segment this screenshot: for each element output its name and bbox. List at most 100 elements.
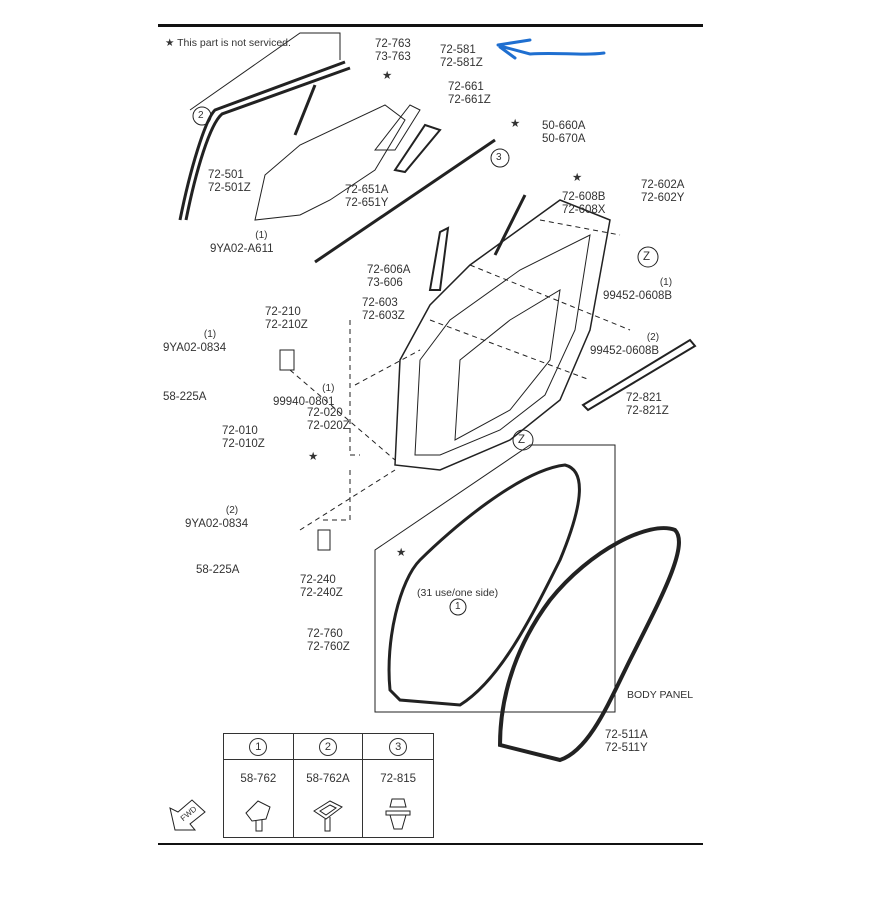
part-number: 72-763 <box>375 38 411 50</box>
part-number: 72-608B <box>562 191 606 203</box>
fwd-arrow <box>169 799 206 831</box>
part-number: 72-240Z <box>300 586 343 599</box>
callout-3-text: 3 <box>496 152 502 163</box>
part-number: 73-606 <box>367 276 403 289</box>
part-number: 72-020Z <box>307 419 350 432</box>
part-number: 72-651Y <box>345 196 389 209</box>
z-marker-top-text: Z <box>643 251 651 263</box>
z-marker-bottom <box>512 429 534 451</box>
annotation-arrow <box>496 38 606 60</box>
star-marker: ★ <box>396 547 407 559</box>
part-number: 72-760 <box>307 628 343 640</box>
part-number: 72-210 <box>265 306 301 318</box>
label-body-panel: BODY PANEL <box>627 689 694 701</box>
part-number: 99452-0608B <box>603 289 673 302</box>
part-number: 72-010Z <box>222 437 265 450</box>
label-hinge-bolt-lower: (2)9YA02-0834 <box>185 505 248 530</box>
not-serviced-note: ★ This part is not serviced. <box>165 37 291 49</box>
quarter-glass <box>373 104 421 151</box>
callout-3 <box>490 148 510 168</box>
table-header-3: 3 <box>363 734 433 760</box>
clip-table: 1 2 3 58-762 58-762A 72-815 <box>223 733 434 838</box>
part-number: 58-762A <box>306 772 350 785</box>
part-number: 72-501 <box>208 169 244 181</box>
body-weatherstrip <box>497 526 681 763</box>
part-number: 72-651A <box>345 184 389 196</box>
sash-garnish <box>493 194 527 256</box>
z-marker-top <box>637 246 659 268</box>
table-header-1: 1 <box>224 734 294 760</box>
weatherstrip-outer <box>314 138 496 264</box>
table-header-2: 2 <box>293 734 364 760</box>
table-cell-1: 58-762 <box>224 760 294 837</box>
z-view-box <box>374 444 616 713</box>
quantity: (1) <box>255 230 268 241</box>
upper-hinge <box>279 349 295 371</box>
part-number: 72-602A <box>641 179 685 191</box>
part-number: 72-010 <box>222 425 258 437</box>
part-number: 72-511A <box>605 729 648 741</box>
part-number: 72-581Z <box>440 56 483 69</box>
part-number: 9YA02-A611 <box>210 242 274 255</box>
part-number: 72-821 <box>626 392 662 404</box>
callout-1 <box>449 598 467 616</box>
quantity: (1) <box>659 277 673 288</box>
bottom-rule <box>158 843 703 845</box>
part-number: 72-821Z <box>626 404 669 417</box>
part-number: 50-670A <box>542 132 586 145</box>
door-shell <box>394 199 611 471</box>
callout-2 <box>192 106 212 126</box>
part-number: 50-660A <box>542 120 586 132</box>
part-number: 72-210Z <box>265 318 308 331</box>
quantity: (1) <box>322 383 335 394</box>
upper-molding <box>178 60 351 221</box>
part-number: 99940-0801 <box>273 395 335 408</box>
part-number: 9YA02-0834 <box>163 341 227 354</box>
part-number: 72-661 <box>448 81 484 93</box>
label-nut: (1)99940-0801 <box>273 383 334 408</box>
lower-hinge <box>317 529 331 551</box>
part-number: 9YA02-0834 <box>185 517 249 530</box>
part-number: 72-581 <box>440 44 476 56</box>
note-text: This part is not serviced. <box>177 37 291 49</box>
star-marker: ★ <box>382 70 393 82</box>
quarter-frame <box>393 123 442 174</box>
callout-circle: 1 <box>249 737 268 756</box>
label-hinge-bolt-upper: (1)9YA02-0834 <box>163 329 226 354</box>
star-marker: ★ <box>572 172 583 184</box>
part-number: 72-501Z <box>208 181 251 194</box>
window-channel <box>428 226 450 291</box>
part-number: 73-763 <box>375 50 411 63</box>
quantity: (1) <box>203 329 217 340</box>
part-number: 72-815 <box>380 772 417 785</box>
clip-icon <box>313 799 343 831</box>
part-number: 99452-0608B <box>590 344 660 357</box>
part-number: 72-603 <box>362 297 398 309</box>
label-hinge-screw-upper: 58-225A <box>163 391 207 403</box>
door-glass <box>254 104 406 221</box>
belt-molding <box>581 338 697 412</box>
table-cell-2: 58-762A <box>294 760 364 837</box>
z-marker-bottom-text: Z <box>518 434 526 446</box>
door-weatherstrip <box>387 463 581 707</box>
part-number: 72-608X <box>562 203 606 216</box>
part-number: 72-020 <box>307 407 343 419</box>
part-number: 72-661Z <box>448 93 491 106</box>
part-number: 72-760Z <box>307 640 350 653</box>
part-number: 72-603Z <box>362 309 405 322</box>
label-glass-bolt: (1)9YA02-A611 <box>210 230 274 255</box>
part-number: 72-602Y <box>641 191 685 204</box>
